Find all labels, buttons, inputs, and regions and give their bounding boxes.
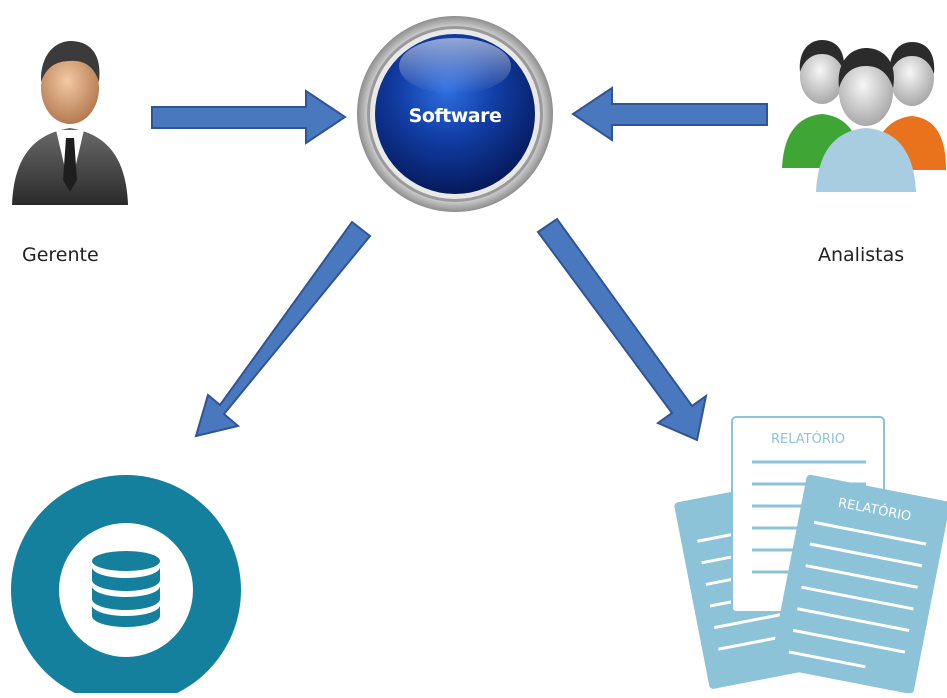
software-node: Software [357,16,553,212]
report-documents-icon: RELATÓRIO RELATÓRIO [674,416,947,694]
manager-label: Gerente [22,244,99,266]
arrow-analysts-to-software [571,86,768,142]
analysts-label: Analistas [818,244,905,266]
report-title-back: RELATÓRIO [771,431,845,447]
software-label: Software [409,105,502,127]
arrow-software-to-database [194,220,372,438]
database-icon [11,475,241,698]
arrow-manager-to-software [151,89,347,145]
manager-person-icon [12,40,128,205]
analysts-group-icon [782,40,946,192]
arrow-software-to-reports [536,217,708,442]
